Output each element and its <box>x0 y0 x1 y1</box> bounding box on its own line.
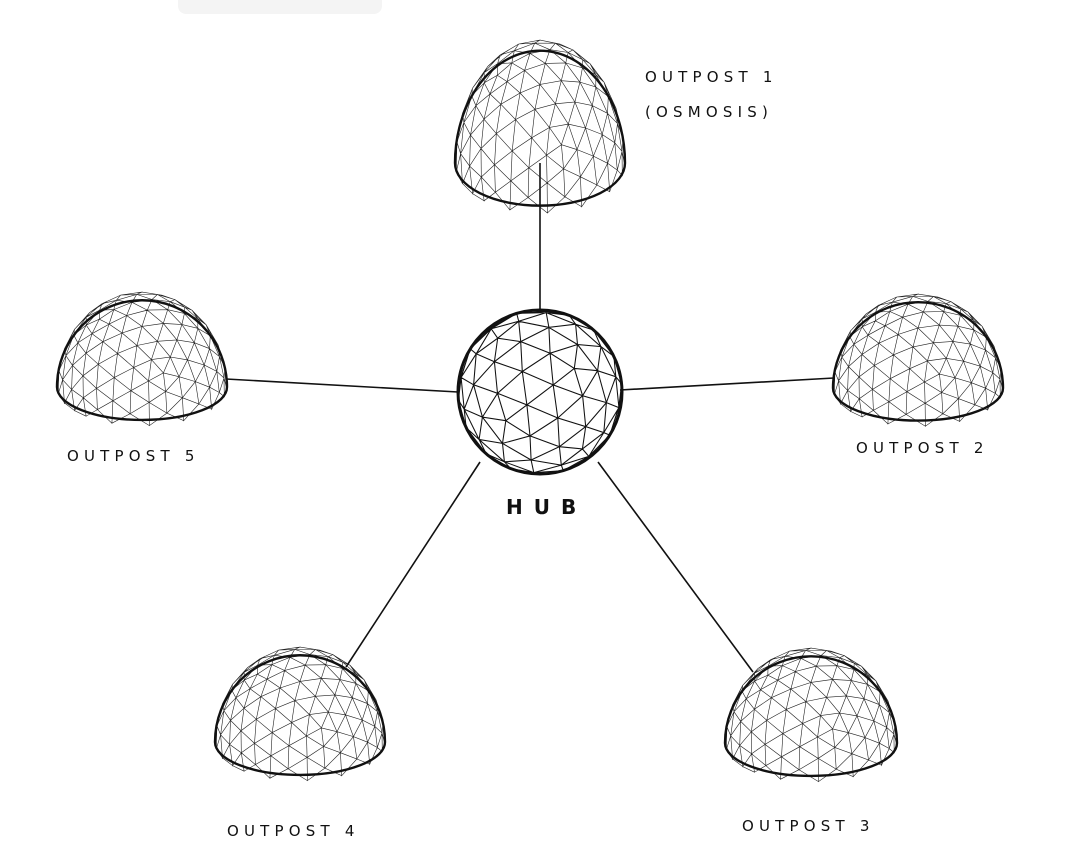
outpost-1-dome <box>453 39 627 214</box>
connectors <box>225 163 835 673</box>
hub-mesh <box>457 310 623 474</box>
hub-label: HUB <box>506 495 587 519</box>
outpost-1-label: OUTPOST 1 <box>645 68 778 86</box>
outpost-5-mesh <box>56 291 228 427</box>
connector-outpost-3 <box>597 461 754 673</box>
outpost-5-outline <box>55 299 229 422</box>
top-edge-smudge <box>178 0 382 14</box>
outpost-3-outline <box>723 655 899 778</box>
outpost-4-mesh <box>214 646 386 782</box>
outpost-2-mesh <box>832 293 1004 427</box>
outpost-1-mesh <box>454 39 626 214</box>
outpost-3-dome <box>723 647 899 783</box>
connector-outpost-5 <box>225 378 459 393</box>
outpost-1-sublabel: (OSMOSIS) <box>645 103 773 121</box>
outpost-5-dome <box>55 291 229 427</box>
outpost-4-label: OUTPOST 4 <box>227 822 360 840</box>
hub-outline <box>456 308 624 476</box>
outpost-3-mesh <box>724 647 898 783</box>
outpost-3-label: OUTPOST 3 <box>742 817 875 835</box>
connector-outpost-2 <box>619 377 835 391</box>
outpost-2-outline <box>831 301 1005 422</box>
outpost-4-outline <box>213 654 387 777</box>
outpost-2-label: OUTPOST 2 <box>856 439 989 457</box>
outpost-4-dome <box>213 646 387 782</box>
outpost-5-label: OUTPOST 5 <box>67 447 200 465</box>
outpost-2-dome <box>831 293 1005 427</box>
hub-sphere <box>456 308 624 476</box>
outpost-1-outline <box>453 49 627 207</box>
connector-outpost-4 <box>345 461 481 668</box>
